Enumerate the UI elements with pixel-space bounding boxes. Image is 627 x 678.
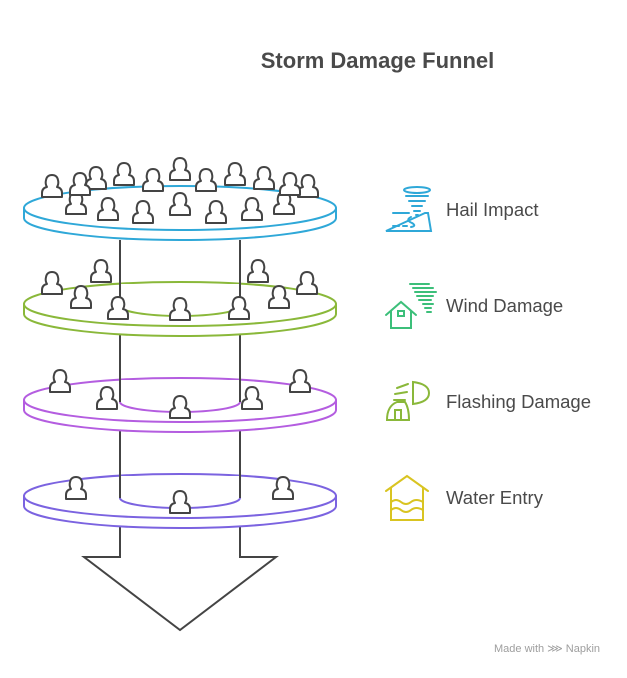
person-icon-stage-1: [224, 162, 246, 186]
person-icon-stage-2: [228, 296, 250, 320]
stage-label-flashing-damage: Flashing Damage: [446, 391, 591, 412]
person-icon-stage-1: [85, 166, 107, 190]
stage-label-hail-impact: Hail Impact: [446, 199, 539, 220]
napkin-logo-icon: ⋙: [547, 643, 563, 655]
stage-label-water-entry: Water Entry: [446, 487, 543, 508]
person-icon-stage-4: [169, 490, 191, 514]
person-icon-stage-1: [41, 174, 63, 198]
person-icon-stage-1: [253, 166, 275, 190]
person-icon-stage-1: [195, 168, 217, 192]
wind-house-icon: [385, 283, 437, 329]
person-icon-stage-1: [113, 162, 135, 186]
person-icon-stage-1: [69, 172, 91, 196]
person-icon-stage-2: [70, 285, 92, 309]
flooded-house-icon: [385, 474, 429, 521]
person-icon-stage-2: [41, 271, 63, 295]
person-icon-stage-2: [247, 259, 269, 283]
down-arrow: [81, 530, 279, 632]
person-icon-stage-1: [97, 197, 119, 221]
person-icon-stage-2: [169, 297, 191, 321]
person-icon-stage-1: [297, 174, 319, 198]
person-icon-stage-1: [142, 168, 164, 192]
flashing-light-icon: [385, 380, 431, 421]
person-icon-stage-1: [279, 172, 301, 196]
person-icon-stage-3: [96, 386, 118, 410]
person-icon-stage-2: [90, 259, 112, 283]
person-icon-stage-2: [107, 296, 129, 320]
stage-icons: [385, 186, 437, 521]
napkin-watermark[interactable]: Made with ⋙ Napkin: [494, 642, 601, 656]
person-icon-stage-4: [272, 476, 294, 500]
funnel-graphic: [23, 157, 337, 632]
tornado-map-icon: [385, 186, 433, 232]
person-icon-stage-3: [241, 386, 263, 410]
diagram-title: Storm Damage Funnel: [260, 48, 495, 73]
person-icon-stage-2: [268, 285, 290, 309]
person-icon-stage-3: [49, 369, 71, 393]
person-icon-stage-1: [205, 200, 227, 224]
watermark-prefix: Made with: [494, 642, 545, 655]
watermark-brand: Napkin: [565, 642, 601, 655]
stage-label-wind-damage: Wind Damage: [446, 295, 564, 316]
person-icon-stage-1: [241, 197, 263, 221]
person-icon-stage-3: [289, 369, 311, 393]
person-icon-stage-4: [65, 476, 87, 500]
person-icon-stage-2: [296, 271, 318, 295]
person-icon-stage-1: [169, 192, 191, 216]
person-icon-stage-1: [169, 157, 191, 181]
person-icon-stage-1: [132, 200, 154, 224]
person-icon-stage-3: [169, 395, 191, 419]
